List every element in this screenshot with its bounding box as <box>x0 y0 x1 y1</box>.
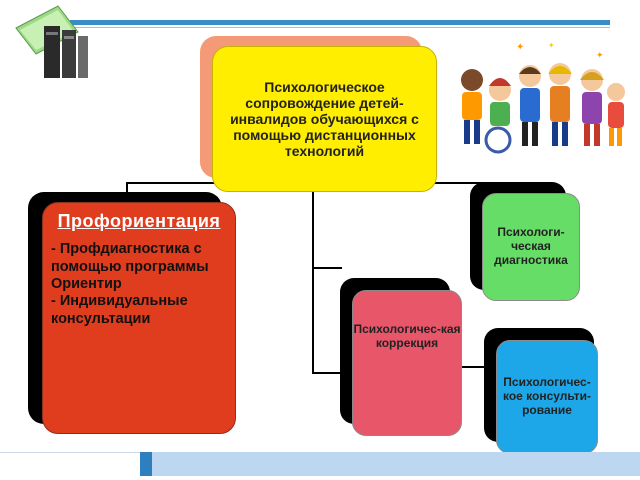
connector-line <box>312 267 342 269</box>
footer-bar <box>152 452 640 476</box>
consulting-text: Психологичес-кое консульти-рование <box>503 375 591 417</box>
profor-box: Профориентация - Профдиагностика с помощ… <box>42 202 236 434</box>
books-icon <box>6 2 92 82</box>
header-bar-line <box>70 27 610 28</box>
footer-bar-accent <box>140 452 152 476</box>
correction-box: Психологичес-кая коррекция <box>352 290 462 436</box>
svg-text:✦: ✦ <box>548 41 555 50</box>
profor-title: Профориентация <box>57 211 221 231</box>
diagnostics-box: Психологи-ческая диагностика <box>482 193 580 301</box>
main-topic-box: Психологическое сопровождение детей-инва… <box>212 46 437 192</box>
diagnostics-text: Психологи-ческая диагностика <box>494 225 568 267</box>
connector-line <box>312 192 314 374</box>
children-illustration: ✦ ✦ ✦ <box>456 40 626 156</box>
svg-text:✦: ✦ <box>516 42 524 53</box>
header-bar <box>70 20 610 25</box>
connector-line <box>312 372 352 374</box>
connector-line <box>460 366 486 368</box>
correction-text: Психологичес-кая коррекция <box>353 322 461 350</box>
profor-item: - Индивидуальные консультации <box>51 293 188 327</box>
main-topic-text: Психологическое сопровождение детей-инва… <box>230 78 419 160</box>
profor-item: - Профдиагностика с помощью программы Ор… <box>51 241 209 293</box>
svg-text:✦: ✦ <box>596 51 604 61</box>
consulting-box: Психологичес-кое консульти-рование <box>496 340 598 454</box>
connector-line <box>126 182 128 194</box>
